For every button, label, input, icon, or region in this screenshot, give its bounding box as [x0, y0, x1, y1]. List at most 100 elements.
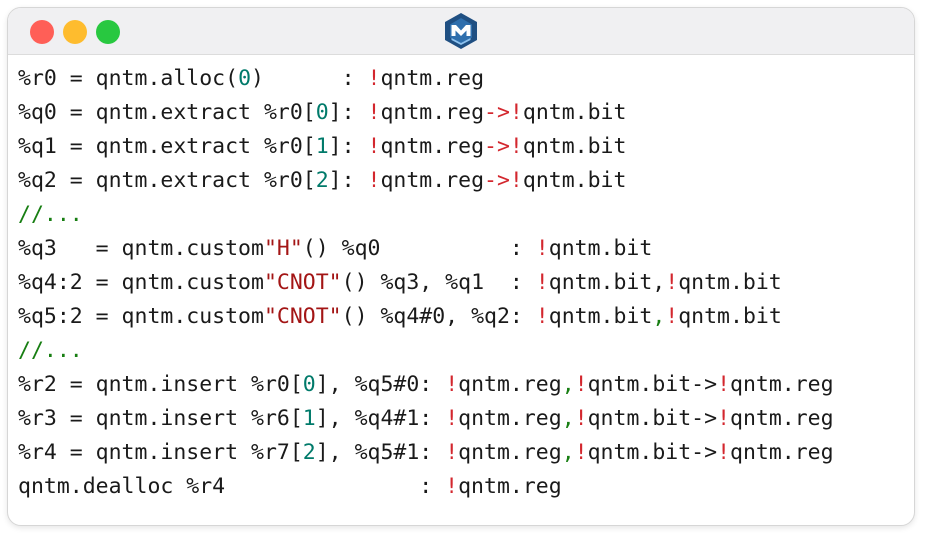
code-token-plain: qntm.bit->: [587, 406, 718, 431]
code-line: %q3 = qntm.custom"H"() %q0 : !qntm.bit: [18, 232, 834, 266]
code-token-plain: () %q3, %q1 :: [341, 270, 536, 295]
code-token-type-marker: !: [535, 304, 549, 329]
code-line: %r0 = qntm.alloc(0) : !qntm.reg: [18, 62, 834, 96]
code-token-plain: ) :: [251, 66, 368, 91]
code-token-type-marker: !: [445, 372, 459, 397]
code-token-number: 0: [302, 372, 316, 397]
code-token-type-marker: !: [367, 168, 381, 193]
code-token-type-marker: !: [367, 100, 381, 125]
hexagon-m-logo-icon: [443, 12, 479, 50]
code-token-type-marker: !: [717, 406, 731, 431]
code-token-plain: qntm.dealloc %r4 :: [18, 474, 446, 499]
code-token-plain: qntm.bit: [548, 236, 653, 261]
code-token-plain: %q1 = qntm.extract %r0[: [18, 134, 316, 159]
code-token-plain: () %q0 :: [302, 236, 536, 261]
code-token-plain: qntm.bit: [522, 168, 627, 193]
code-token-type-marker: !: [367, 66, 381, 91]
code-line: %q0 = qntm.extract %r0[0]: !qntm.reg->!q…: [18, 96, 834, 130]
code-line: %r3 = qntm.insert %r6[1], %q4#1: !qntm.r…: [18, 402, 834, 436]
code-line: //...: [18, 334, 834, 368]
maximize-button[interactable]: [96, 20, 120, 44]
code-token-type-marker: !: [665, 270, 679, 295]
code-line: %r2 = qntm.insert %r0[0], %q5#0: !qntm.r…: [18, 368, 834, 402]
close-button[interactable]: [30, 20, 54, 44]
code-token-plain: ]:: [328, 100, 368, 125]
code-token-comment: //...: [18, 338, 83, 363]
code-line: %q4:2 = qntm.custom"CNOT"() %q3, %q1 : !…: [18, 266, 834, 300]
code-token-type-marker: !: [574, 440, 588, 465]
code-token-comment: //...: [18, 202, 83, 227]
code-token-plain: qntm.bit: [522, 134, 627, 159]
code-window: [7, 7, 915, 526]
code-line: qntm.dealloc %r4 : !qntm.reg: [18, 470, 834, 504]
code-token-type-marker: !: [367, 134, 381, 159]
code-token-plain: qntm.bit->: [587, 372, 718, 397]
code-token-string: "H": [263, 236, 303, 261]
code-token-type-marker: !: [445, 406, 459, 431]
code-token-type-marker: !: [717, 372, 731, 397]
code-token-comment: ,: [652, 304, 666, 329]
code-token-plain: %q3 = qntm.custom: [18, 236, 264, 261]
code-token-plain: qntm.reg: [458, 406, 562, 431]
code-token-plain: %q5:2 = qntm.custom: [18, 304, 264, 329]
code-token-plain: %r3 = qntm.insert %r6[: [18, 406, 303, 431]
title-bar: [8, 8, 914, 55]
code-token-type-marker: !: [574, 406, 588, 431]
code-token-string: "CNOT": [263, 270, 342, 295]
code-token-type-marker: !: [445, 440, 459, 465]
code-token-string: "CNOT": [263, 304, 342, 329]
code-token-plain: %q0 = qntm.extract %r0[: [18, 100, 316, 125]
code-token-plain: qntm.reg: [380, 168, 485, 193]
minimize-button[interactable]: [63, 20, 87, 44]
code-token-plain: qntm.reg: [380, 134, 485, 159]
code-token-type-marker: !: [535, 236, 549, 261]
code-token-plain: qntm.bit: [522, 100, 627, 125]
code-token-number: 2: [315, 168, 329, 193]
code-token-plain: qntm.reg: [730, 406, 834, 431]
code-token-type-marker: !: [665, 304, 679, 329]
code-token-plain: qntm.bit: [678, 304, 782, 329]
code-block: %r0 = qntm.alloc(0) : !qntm.reg%q0 = qnt…: [18, 62, 834, 504]
code-token-plain: qntm.bit: [548, 304, 653, 329]
code-token-comment: ,: [561, 406, 575, 431]
code-token-number: 0: [238, 66, 252, 91]
code-token-plain: qntm.reg: [380, 66, 485, 91]
code-token-type-marker: !: [535, 270, 549, 295]
code-token-plain: qntm.reg: [730, 372, 834, 397]
code-token-comment: ,: [561, 440, 575, 465]
code-token-type-marker: ->!: [484, 168, 523, 193]
code-token-comment: ,: [561, 372, 575, 397]
code-token-type-marker: !: [574, 372, 588, 397]
code-token-type-marker: !: [717, 440, 731, 465]
code-token-plain: %q2 = qntm.extract %r0[: [18, 168, 316, 193]
code-token-number: 0: [315, 100, 329, 125]
code-token-plain: ], %q5#1:: [315, 440, 446, 465]
code-token-plain: %r0 = qntm.alloc(: [18, 66, 239, 91]
code-line: %q5:2 = qntm.custom"CNOT"() %q4#0, %q2: …: [18, 300, 834, 334]
code-token-plain: %r2 = qntm.insert %r0[: [18, 372, 303, 397]
code-token-plain: () %q4#0, %q2:: [341, 304, 536, 329]
code-line: //...: [18, 198, 834, 232]
code-token-plain: ]:: [328, 134, 368, 159]
code-token-type-marker: ->!: [484, 100, 523, 125]
code-token-plain: ]:: [328, 168, 368, 193]
code-token-plain: qntm.reg: [730, 440, 834, 465]
code-token-plain: qntm.reg: [458, 440, 562, 465]
code-token-number: 1: [302, 406, 316, 431]
code-token-type-marker: !: [445, 474, 459, 499]
code-token-number: 1: [315, 134, 329, 159]
code-line: %q2 = qntm.extract %r0[2]: !qntm.reg->!q…: [18, 164, 834, 198]
code-token-plain: qntm.bit->: [587, 440, 718, 465]
code-token-plain: qntm.reg: [380, 100, 485, 125]
code-line: %r4 = qntm.insert %r7[2], %q5#1: !qntm.r…: [18, 436, 834, 470]
code-line: %q1 = qntm.extract %r0[1]: !qntm.reg->!q…: [18, 130, 834, 164]
code-token-plain: qntm.reg: [458, 474, 562, 499]
code-token-plain: qntm.reg: [458, 372, 562, 397]
code-token-plain: ], %q4#1:: [315, 406, 446, 431]
code-token-plain: %r4 = qntm.insert %r7[: [18, 440, 303, 465]
code-token-plain: ], %q5#0:: [315, 372, 446, 397]
code-token-plain: %q4:2 = qntm.custom: [18, 270, 264, 295]
code-token-plain: qntm.bit: [678, 270, 782, 295]
code-token-plain: qntm.bit,: [548, 270, 666, 295]
code-token-type-marker: ->!: [484, 134, 523, 159]
